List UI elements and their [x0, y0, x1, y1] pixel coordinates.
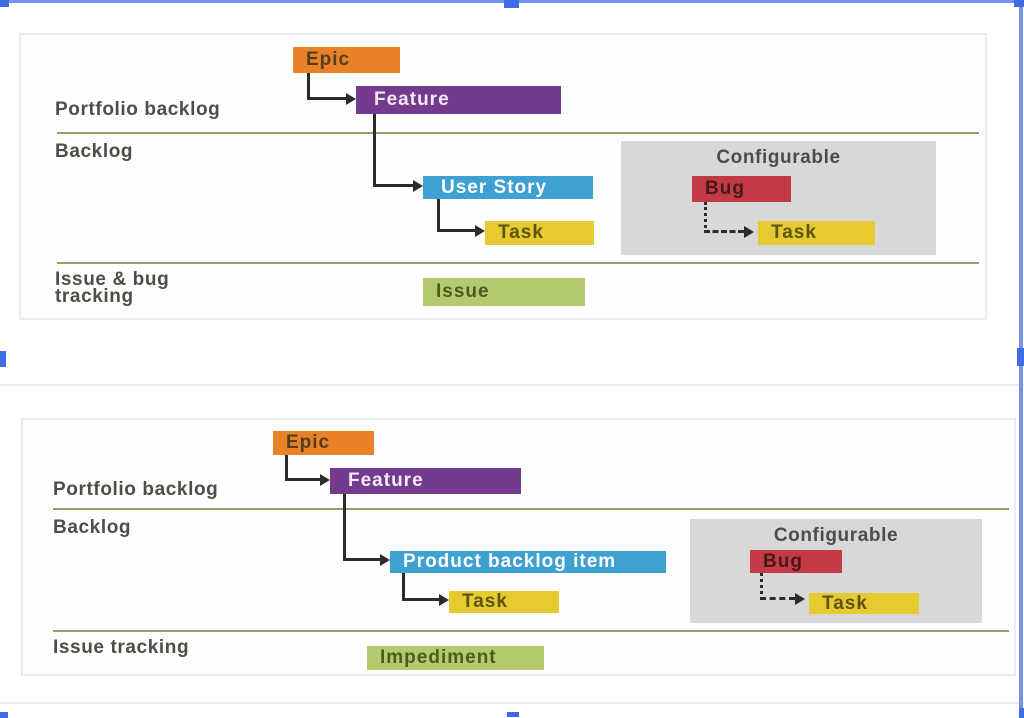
connector-story-task — [437, 229, 475, 232]
row-label-issue-tracking: Issue & bug tracking — [55, 269, 170, 307]
connector-bug-task-dotted — [760, 573, 763, 600]
feature-label: Feature — [374, 89, 450, 110]
feature-label: Feature — [348, 470, 424, 491]
selection-handle-top-right[interactable] — [1014, 0, 1024, 7]
arrowhead-icon — [380, 554, 390, 566]
row-separator — [57, 132, 979, 134]
selection-handle-bottom-right[interactable] — [1019, 708, 1024, 718]
selection-handle-top-left[interactable] — [0, 0, 9, 7]
bug-label: Bug — [763, 550, 803, 572]
connector-feature-story — [343, 558, 380, 561]
configurable-task-label: Task — [822, 592, 868, 614]
configurable-task-label: Task — [771, 222, 817, 243]
row-separator — [53, 630, 1009, 632]
arrowhead-icon — [475, 225, 485, 237]
selection-handle-bottom-center[interactable] — [507, 712, 519, 717]
configurable-task-node: Task — [758, 221, 875, 245]
bug-node: Bug — [692, 176, 791, 202]
connector-story-task — [402, 573, 405, 601]
selection-handle-bottom-left[interactable] — [0, 712, 8, 718]
page-divider — [0, 384, 1024, 386]
arrowhead-icon — [346, 93, 356, 105]
connector-bug-task-dashed — [760, 597, 795, 600]
epic-node: Epic — [293, 47, 400, 73]
connector-epic-feature — [285, 478, 320, 481]
feature-node: Feature — [330, 468, 521, 494]
connector-story-task — [402, 598, 439, 601]
row-label-line1: Issue & bug — [55, 269, 170, 290]
issue-label: Issue — [436, 281, 490, 302]
selection-handle-mid-right[interactable] — [1017, 348, 1024, 366]
user-story-label: User Story — [441, 176, 548, 198]
user-story-node: User Story — [423, 176, 593, 199]
arrowhead-icon — [439, 594, 449, 606]
impediment-node: Impediment — [367, 646, 544, 670]
arrowhead-icon — [795, 593, 805, 605]
row-label-portfolio-backlog: Portfolio backlog — [53, 479, 219, 500]
epic-label: Epic — [306, 49, 351, 70]
connector-epic-feature — [307, 73, 310, 100]
epic-node: Epic — [273, 431, 374, 455]
product-backlog-item-label: Product backlog item — [403, 551, 617, 572]
selection-handle-top-center[interactable] — [504, 0, 519, 8]
work-item-hierarchy-figure-bottom: Epic Feature Portfolio backlog Backlog P… — [21, 418, 1016, 676]
task-label: Task — [498, 222, 544, 243]
connector-feature-story — [343, 494, 346, 561]
task-node: Task — [449, 591, 559, 613]
impediment-label: Impediment — [380, 647, 497, 668]
configurable-title: Configurable — [716, 147, 841, 168]
arrowhead-icon — [413, 180, 423, 192]
row-label-backlog: Backlog — [55, 141, 134, 162]
configurable-title: Configurable — [773, 525, 899, 546]
selection-handle-mid-left[interactable] — [0, 351, 6, 367]
feature-node: Feature — [356, 86, 561, 114]
connector-story-task — [437, 199, 440, 232]
task-label: Task — [462, 591, 508, 612]
epic-label: Epic — [286, 432, 331, 453]
row-separator — [57, 262, 979, 264]
row-separator — [53, 508, 1009, 510]
row-label-line2: tracking — [55, 286, 134, 307]
bug-label: Bug — [705, 178, 745, 199]
work-item-hierarchy-figure-top: Epic Feature Portfolio backlog Backlog U… — [19, 33, 987, 320]
configurable-task-node: Task — [809, 593, 919, 614]
row-label-portfolio-backlog: Portfolio backlog — [55, 99, 221, 120]
arrowhead-icon — [320, 474, 330, 486]
connector-epic-feature — [307, 97, 346, 100]
issue-node: Issue — [423, 278, 585, 306]
row-label-backlog: Backlog — [53, 517, 132, 538]
product-backlog-item-node: Product backlog item — [390, 551, 666, 573]
connector-epic-feature — [285, 455, 288, 481]
arrowhead-icon — [744, 226, 754, 238]
row-label-issue-tracking: Issue tracking — [53, 637, 190, 658]
connector-bug-task-dotted — [704, 202, 707, 233]
connector-feature-story — [373, 114, 376, 187]
task-node: Task — [485, 221, 594, 245]
row-label-line1: Issue tracking — [53, 637, 190, 658]
bug-node: Bug — [750, 550, 842, 573]
connector-feature-story — [373, 184, 413, 187]
page-divider — [0, 702, 1024, 704]
connector-bug-task-dashed — [704, 230, 744, 233]
